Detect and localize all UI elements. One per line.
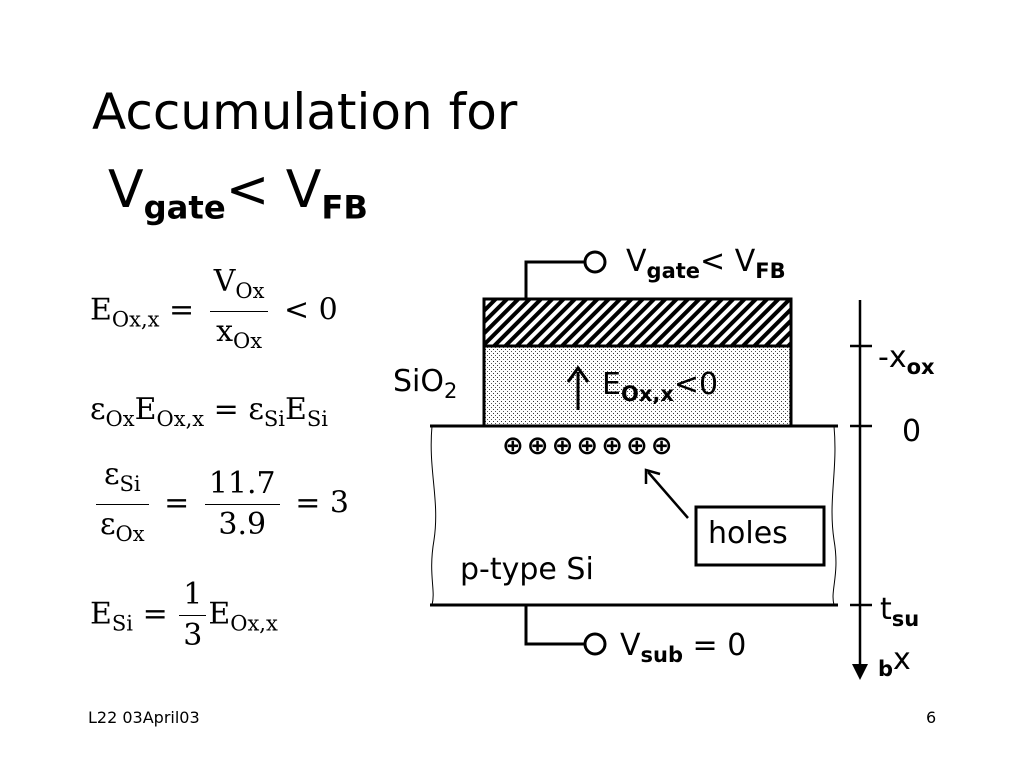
eq3-rhs: 3 (329, 485, 349, 521)
slide-title-line1: Accumulation for (92, 83, 518, 141)
gate-lt: < V (700, 244, 756, 279)
eq2-eps-ox-sub: Ox (105, 407, 135, 431)
holes-pointer (647, 471, 689, 519)
equation-4: ESi = 1 3 EOx,x (90, 575, 278, 656)
axis-label-x: bx (878, 642, 911, 681)
equation-1: EOx,x = VOx xOx < 0 (90, 262, 338, 361)
slide-number: 6 (926, 708, 937, 727)
title-v-sub: gate (143, 188, 226, 227)
eq3-den: ε (100, 507, 116, 542)
sub-v-sub: sub (640, 643, 684, 667)
gate-fb-sub: FB (755, 259, 786, 283)
eq3-equals-1: = (164, 485, 190, 521)
eq1-equals: = (169, 292, 195, 328)
sub-terminal (583, 632, 607, 656)
axis-t-sub: su (891, 607, 920, 631)
eq2-e-si-sub: Si (306, 407, 328, 431)
oxide-sub: 2 (444, 379, 458, 403)
substrate-right-edge (831, 425, 837, 606)
eq3-num-sub: Si (119, 472, 141, 496)
axis-neg-x-sub: ox (906, 355, 935, 379)
axis-t-sub-cont: b (878, 657, 894, 681)
field-rhs: <0 (673, 367, 719, 402)
sub-wire (524, 606, 584, 646)
hole-symbol: ⊕ (625, 431, 651, 461)
hole-symbol: ⊕ (576, 431, 602, 461)
axis-label-neg-xox: -xox (878, 340, 935, 379)
x-axis-arrowhead (852, 664, 868, 680)
axis-neg-x: -x (878, 340, 907, 375)
holes-box (694, 505, 826, 567)
hole-symbol: ⊕ (526, 431, 552, 461)
sub-voltage-label: Vsub = 0 (620, 628, 746, 667)
eq3-fraction-eps: εSi εOx (96, 455, 149, 554)
holes-label: holes (708, 516, 788, 551)
title-fb-sub: FB (321, 188, 368, 227)
eq3-den-sub: Ox (115, 522, 145, 546)
field-e-sub: Ox,x (620, 382, 674, 406)
slide-title-line2: Vgate< VFB (108, 160, 368, 237)
eq4-lhs-sub: Si (111, 611, 134, 636)
gate-metal (482, 297, 793, 348)
footer-left: L22 03April03 (88, 708, 200, 727)
eq4-lhs: E (90, 596, 112, 632)
sub-rhs: = 0 (683, 628, 747, 663)
eq3-den2: 3.9 (218, 507, 267, 542)
field-e: E (602, 367, 621, 402)
field-arrow-head (566, 365, 590, 383)
gate-voltage-label: Vgate< VFB (626, 244, 786, 283)
hole-symbol: ⊕ (601, 431, 626, 461)
eq2-eps-si: ε (248, 392, 264, 427)
gate-wire (524, 260, 584, 300)
title-lt: < V (225, 160, 322, 220)
hole-symbol: ⊕ (551, 431, 577, 461)
eq1-den: x (216, 314, 234, 349)
eq2-eps-ox: ε (90, 392, 106, 427)
hole-symbol: ⊕ (502, 431, 527, 461)
holes-pointer-head (644, 468, 661, 484)
substrate-label: p-type Si (460, 552, 594, 587)
equation-3: εSi εOx = 11.7 3.9 = 3 (90, 455, 349, 554)
eq3-num: ε (103, 457, 120, 492)
axis-label-tsub: tsu (880, 592, 919, 631)
eq4-num: 1 (183, 577, 203, 612)
eq1-lhs-sub: Ox,x (111, 307, 160, 332)
field-label: EOx,x<0 (602, 367, 718, 406)
oxide-label: SiO2 (393, 364, 457, 403)
eq2-e-ox: E (134, 392, 157, 427)
eq1-num: V (213, 264, 236, 299)
eq4-den: 3 (183, 618, 203, 653)
eq1-den-sub: Ox (233, 329, 263, 353)
substrate-left-edge (430, 425, 437, 606)
eq4-rhs-sub: Ox,x (230, 611, 278, 636)
gate-terminal (583, 250, 607, 274)
eq3-equals-2: = (295, 485, 321, 521)
eq1-lhs: E (90, 292, 112, 328)
oxide-sio: SiO (393, 364, 444, 399)
holes-row: ⊕⊕⊕⊕⊕⊕⊕ (502, 431, 676, 461)
equation-2: εOxEOx,x = εSiESi (90, 392, 328, 431)
eq1-rhs: < 0 (284, 292, 338, 328)
eq4-rhs: E (208, 596, 231, 632)
axis-t: t (880, 592, 892, 627)
sub-v: V (620, 628, 641, 663)
eq2-eps-si-sub: Si (263, 407, 285, 431)
eq4-equals: = (142, 596, 168, 632)
axis-label-zero: 0 (902, 414, 922, 449)
eq3-num2: 11.7 (208, 466, 276, 501)
eq4-fraction: 1 3 (179, 575, 207, 656)
eq3-fraction-values: 11.7 3.9 (204, 464, 280, 545)
eq2-e-si: E (284, 392, 307, 427)
eq2-e-ox-sub: Ox,x (156, 407, 205, 431)
axis-x: x (893, 642, 911, 677)
eq1-num-sub: Ox (235, 279, 265, 303)
hole-symbol: ⊕ (650, 431, 676, 461)
gate-v-sub: gate (646, 259, 701, 283)
title-v: V (108, 160, 144, 220)
eq1-fraction: VOx xOx (209, 262, 269, 361)
gate-v: V (626, 244, 647, 279)
eq2-equals: = (213, 392, 239, 427)
